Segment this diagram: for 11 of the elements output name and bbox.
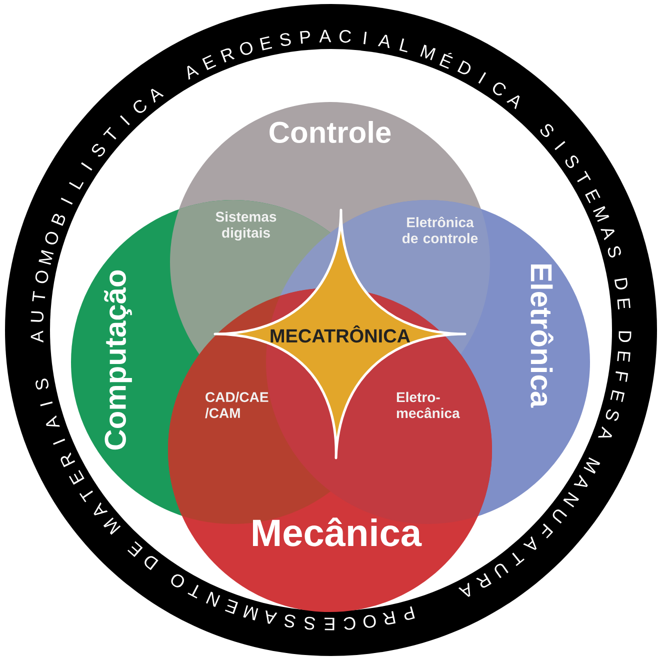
region-label: Eletro-mecânica xyxy=(396,392,460,418)
ring-text: MÉDICA xyxy=(420,44,520,110)
region-label: MECATRÔNICA xyxy=(270,325,410,343)
region-label: Computação xyxy=(104,270,132,450)
region-label: Eletrônica de controle xyxy=(402,216,478,244)
region-label: Eletrônica xyxy=(530,264,554,408)
region-label: Mecânica xyxy=(253,518,422,546)
region-label: Sistemas digitais xyxy=(216,211,276,241)
region-label: Controle xyxy=(270,120,391,144)
ring-text: AEROESPACIAL xyxy=(187,30,408,80)
region-label: CAD/CAE /CAM xyxy=(205,392,268,418)
